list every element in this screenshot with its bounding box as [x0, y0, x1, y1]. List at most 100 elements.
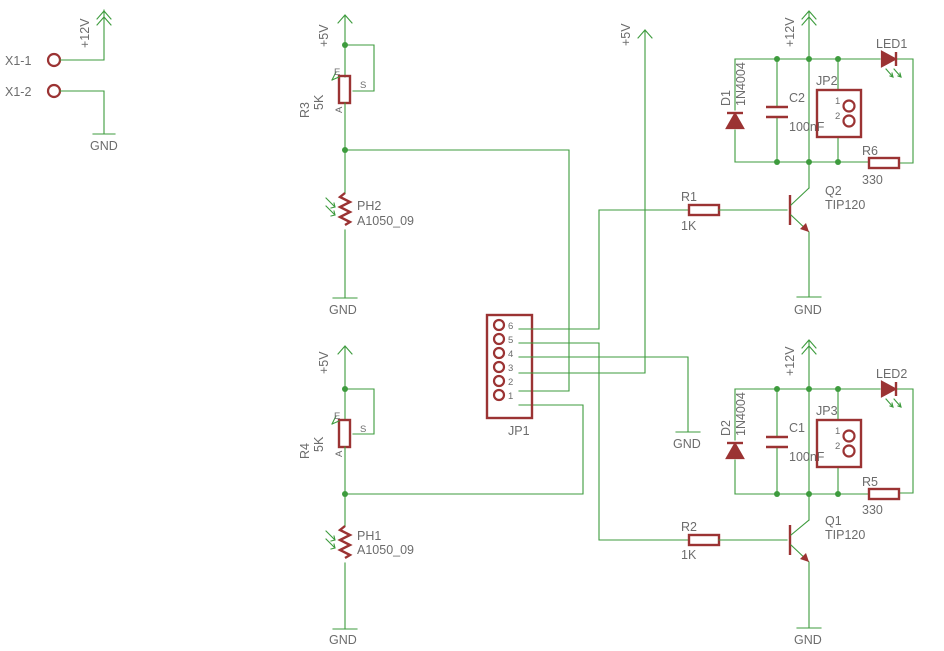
wire-r4-wiper	[344, 388, 375, 435]
r4-name: R4	[298, 443, 312, 459]
r4-pin-s-label: S	[360, 424, 366, 435]
wire-x1-1-to-12v	[59, 9, 105, 61]
capacitor-c2[interactable]	[766, 105, 788, 119]
r5-value: 330	[862, 503, 883, 517]
driver-bottom: +12V D2 1N4004 C1 100nF 1 2 JP3 LE	[681, 339, 914, 647]
driver-top: +12V D1 1N4004 C2 100nF 1 2 JP2 LE	[681, 10, 914, 317]
header-jp3-body[interactable]	[815, 418, 863, 469]
connector-x1-1-pad[interactable]	[46, 52, 62, 68]
r3-value: 5K	[312, 94, 326, 110]
gnd-label-e: GND	[794, 303, 822, 317]
resistor-r6[interactable]	[867, 156, 901, 170]
junction-r4-top	[342, 386, 348, 392]
supply-5v-arrow-d	[637, 29, 653, 39]
jp3-pin-1-label: 1	[835, 426, 840, 437]
r3-name: R3	[298, 102, 312, 118]
potentiometer-r4[interactable]	[337, 418, 352, 449]
ph1-name: PH1	[357, 529, 381, 543]
r4-wiper-arrow	[331, 415, 340, 425]
resistor-r1[interactable]	[687, 203, 721, 217]
junction-bot-838-494	[835, 491, 841, 497]
c2-value: 100nF	[789, 120, 825, 134]
capacitor-c1[interactable]	[766, 435, 788, 449]
junction-top-777-162	[774, 159, 780, 165]
q2-value: TIP120	[825, 198, 865, 212]
supply-5v-arrow-c	[337, 345, 353, 355]
resistor-r2[interactable]	[687, 533, 721, 547]
supply-12v-label-a: +12V	[78, 18, 92, 48]
r3-pin-a-label: A	[334, 106, 345, 113]
wire-x1-2-to-gnd	[59, 90, 105, 134]
gnd-label-f: GND	[794, 633, 822, 647]
sensor-branch-bottom: +5V E S A R4 5K PH1 A1050_09 GND	[298, 345, 584, 647]
led-led1[interactable]	[880, 50, 898, 68]
photoresistor-ph2[interactable]	[337, 192, 353, 227]
supply-12v-arrow-a	[96, 10, 112, 26]
wire-node-to-jp1-pin2	[344, 149, 570, 392]
r2-name: R2	[681, 520, 697, 534]
led-led2[interactable]	[880, 380, 898, 398]
junction-top-838-59	[835, 56, 841, 62]
connector-x1-2-pad[interactable]	[46, 83, 62, 99]
junction-top-838-162	[835, 159, 841, 165]
led1-label: LED1	[876, 37, 907, 51]
header-jp1-body[interactable]	[485, 313, 534, 420]
junction-bot-777-389	[774, 386, 780, 392]
jp2-pin-1[interactable]	[842, 99, 856, 113]
c2-name: C2	[789, 91, 805, 105]
led2-light-arrows	[885, 398, 902, 408]
wire-jp1-pin6-to-r1	[518, 209, 690, 330]
supply-5v-label-d: +5V	[619, 23, 633, 46]
jp3-pin-2[interactable]	[842, 444, 856, 458]
jp3-pin-2-label: 2	[835, 441, 840, 452]
q1-value: TIP120	[825, 528, 865, 542]
ph2-value: A1050_09	[357, 214, 414, 228]
header-jp1: 6 5 4 3 2 1 JP1 +5V GND	[485, 23, 701, 541]
diode-d2[interactable]	[725, 441, 745, 460]
junction-bot-809-389	[806, 386, 812, 392]
d1-name: D1	[719, 90, 733, 106]
r4-pin-e-label: E	[334, 411, 340, 422]
r3-pin-s-label: S	[360, 80, 366, 91]
jp2-pin-1-label: 1	[835, 96, 840, 107]
connector-x1-1-label: X1-1	[5, 54, 31, 68]
wire-jp1-pin3-to-5v	[518, 29, 646, 374]
resistor-r5[interactable]	[867, 487, 901, 501]
supply-12v-label-e: +12V	[783, 17, 797, 47]
d2-name: D2	[719, 420, 733, 436]
jp3-pin-1[interactable]	[842, 429, 856, 443]
q2-name: Q2	[825, 184, 842, 198]
r6-name: R6	[862, 144, 878, 158]
ph2-light-arrows	[325, 197, 336, 217]
wire-r3-wiper	[344, 44, 375, 92]
junction-bot-777-494	[774, 491, 780, 497]
jp2-pin-2[interactable]	[842, 114, 856, 128]
supply-5v-label-b: +5V	[317, 24, 331, 47]
wire-jp1-pin4-to-gnd	[518, 356, 689, 433]
d1-value: 1N4004	[734, 62, 748, 106]
jp1-pin-1[interactable]	[492, 388, 506, 402]
junction-top-809-59	[806, 56, 812, 62]
jp1-pin-3[interactable]	[492, 360, 506, 374]
wire-jp1-pin5-to-r2	[518, 342, 690, 541]
supply-5v-arrow-b	[337, 14, 353, 24]
ph1-light-arrows	[325, 530, 336, 550]
header-jp2-body[interactable]	[815, 88, 863, 139]
q2-emitter-arrow	[800, 223, 809, 232]
jp1-pin-2[interactable]	[492, 374, 506, 388]
header-jp3-label: JP3	[816, 404, 838, 418]
jp1-pin-5-label: 5	[508, 335, 513, 346]
jp1-pin-6[interactable]	[492, 318, 506, 332]
jp1-pin-2-label: 2	[508, 377, 513, 388]
header-jp1-label: JP1	[508, 424, 530, 438]
r4-pin-a-label: A	[334, 450, 345, 457]
d2-value: 1N4004	[734, 392, 748, 436]
q1-name: Q1	[825, 514, 842, 528]
r5-name: R5	[862, 475, 878, 489]
diode-d1[interactable]	[725, 111, 745, 130]
potentiometer-r3[interactable]	[337, 74, 352, 105]
junction-r3-top	[342, 42, 348, 48]
photoresistor-ph1[interactable]	[337, 525, 353, 560]
jp1-pin-4[interactable]	[492, 346, 506, 360]
jp1-pin-5[interactable]	[492, 332, 506, 346]
